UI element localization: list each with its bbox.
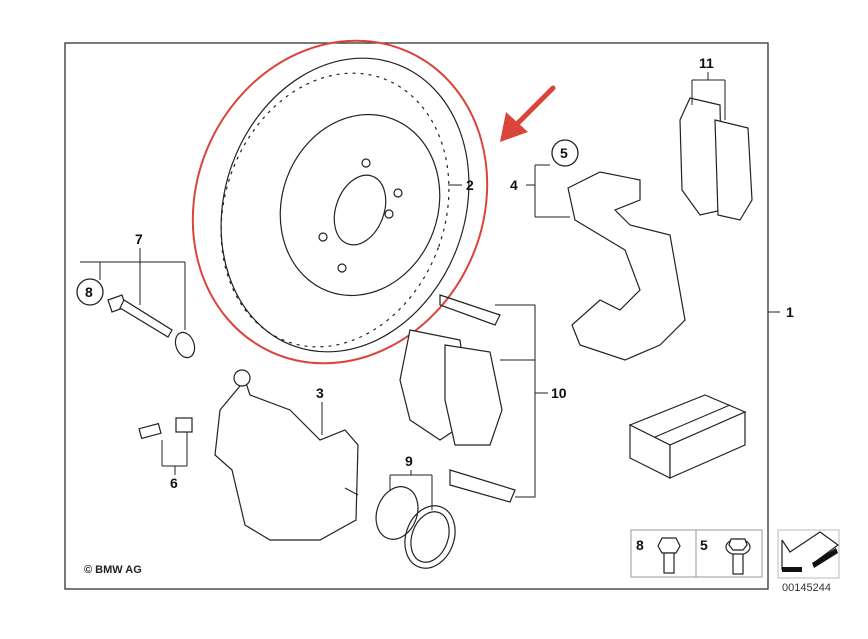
callout-8: 8 — [85, 284, 93, 300]
highlight-arrow — [500, 85, 556, 142]
brake-pads-part-10[interactable] — [399, 294, 516, 503]
callout-3: 3 — [316, 385, 324, 401]
diagram-reference-icon — [777, 529, 840, 579]
brake-disc-part-2[interactable] — [181, 23, 509, 387]
callout-5: 5 — [560, 145, 568, 161]
callout-1: 1 — [786, 304, 794, 320]
caliper-carrier-part-4[interactable] — [567, 171, 686, 361]
callout-4: 4 — [510, 177, 518, 193]
callout-6: 6 — [170, 475, 178, 491]
brake-pads-part-11[interactable] — [679, 97, 753, 221]
highlight-circle — [191, 39, 489, 365]
parts-box-icon — [628, 394, 747, 479]
leader-lines — [80, 72, 780, 510]
hex-bolt-icon — [657, 537, 681, 574]
callout-10: 10 — [551, 385, 567, 401]
flange-bolt-icon — [725, 538, 751, 575]
copyright: © BMW AG — [84, 564, 142, 576]
seal-kit-part-9[interactable] — [369, 481, 464, 575]
callout-2: 2 — [466, 177, 474, 193]
callout-11: 11 — [699, 55, 714, 71]
bleeder-valve-part-6[interactable] — [138, 417, 193, 440]
bolt-legend: 8 5 — [630, 529, 763, 578]
legend-bolt-5-label: 5 — [700, 537, 708, 553]
diagram-number: 00145244 — [782, 582, 831, 594]
callout-7: 7 — [135, 231, 143, 247]
callout-9: 9 — [405, 453, 413, 469]
guide-bolt-part-7[interactable] — [107, 294, 198, 360]
brake-caliper-part-3[interactable] — [214, 378, 359, 541]
legend-bolt-8-label: 8 — [636, 537, 644, 553]
